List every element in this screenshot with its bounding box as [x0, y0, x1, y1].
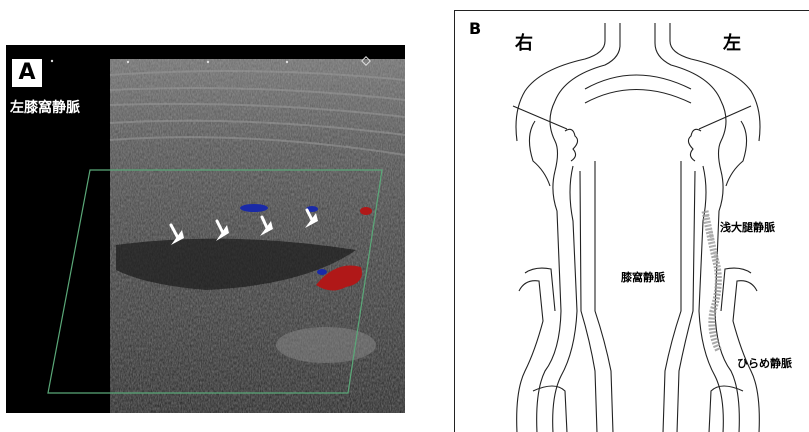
left-side-label: 左: [723, 29, 741, 55]
panel-a-tag: A: [12, 59, 42, 87]
ultrasound-panel: A 左膝窩静脈: [6, 45, 405, 413]
left-popliteal-vein-label: 左膝窩静脈: [10, 97, 80, 117]
popliteal-vein-label: 膝窩静脈: [621, 269, 665, 285]
right-side-label: 右: [515, 29, 533, 55]
panel-b-tag: B: [469, 19, 481, 38]
superficial-femoral-vein-label: 浅大腿静脈: [720, 219, 775, 235]
vein-diagram-panel: B 右 左 浅大腿静脈 膝窩静脈 ひらめ静脈: [454, 10, 809, 432]
soleal-vein-label: ひらめ静脈: [737, 355, 792, 371]
